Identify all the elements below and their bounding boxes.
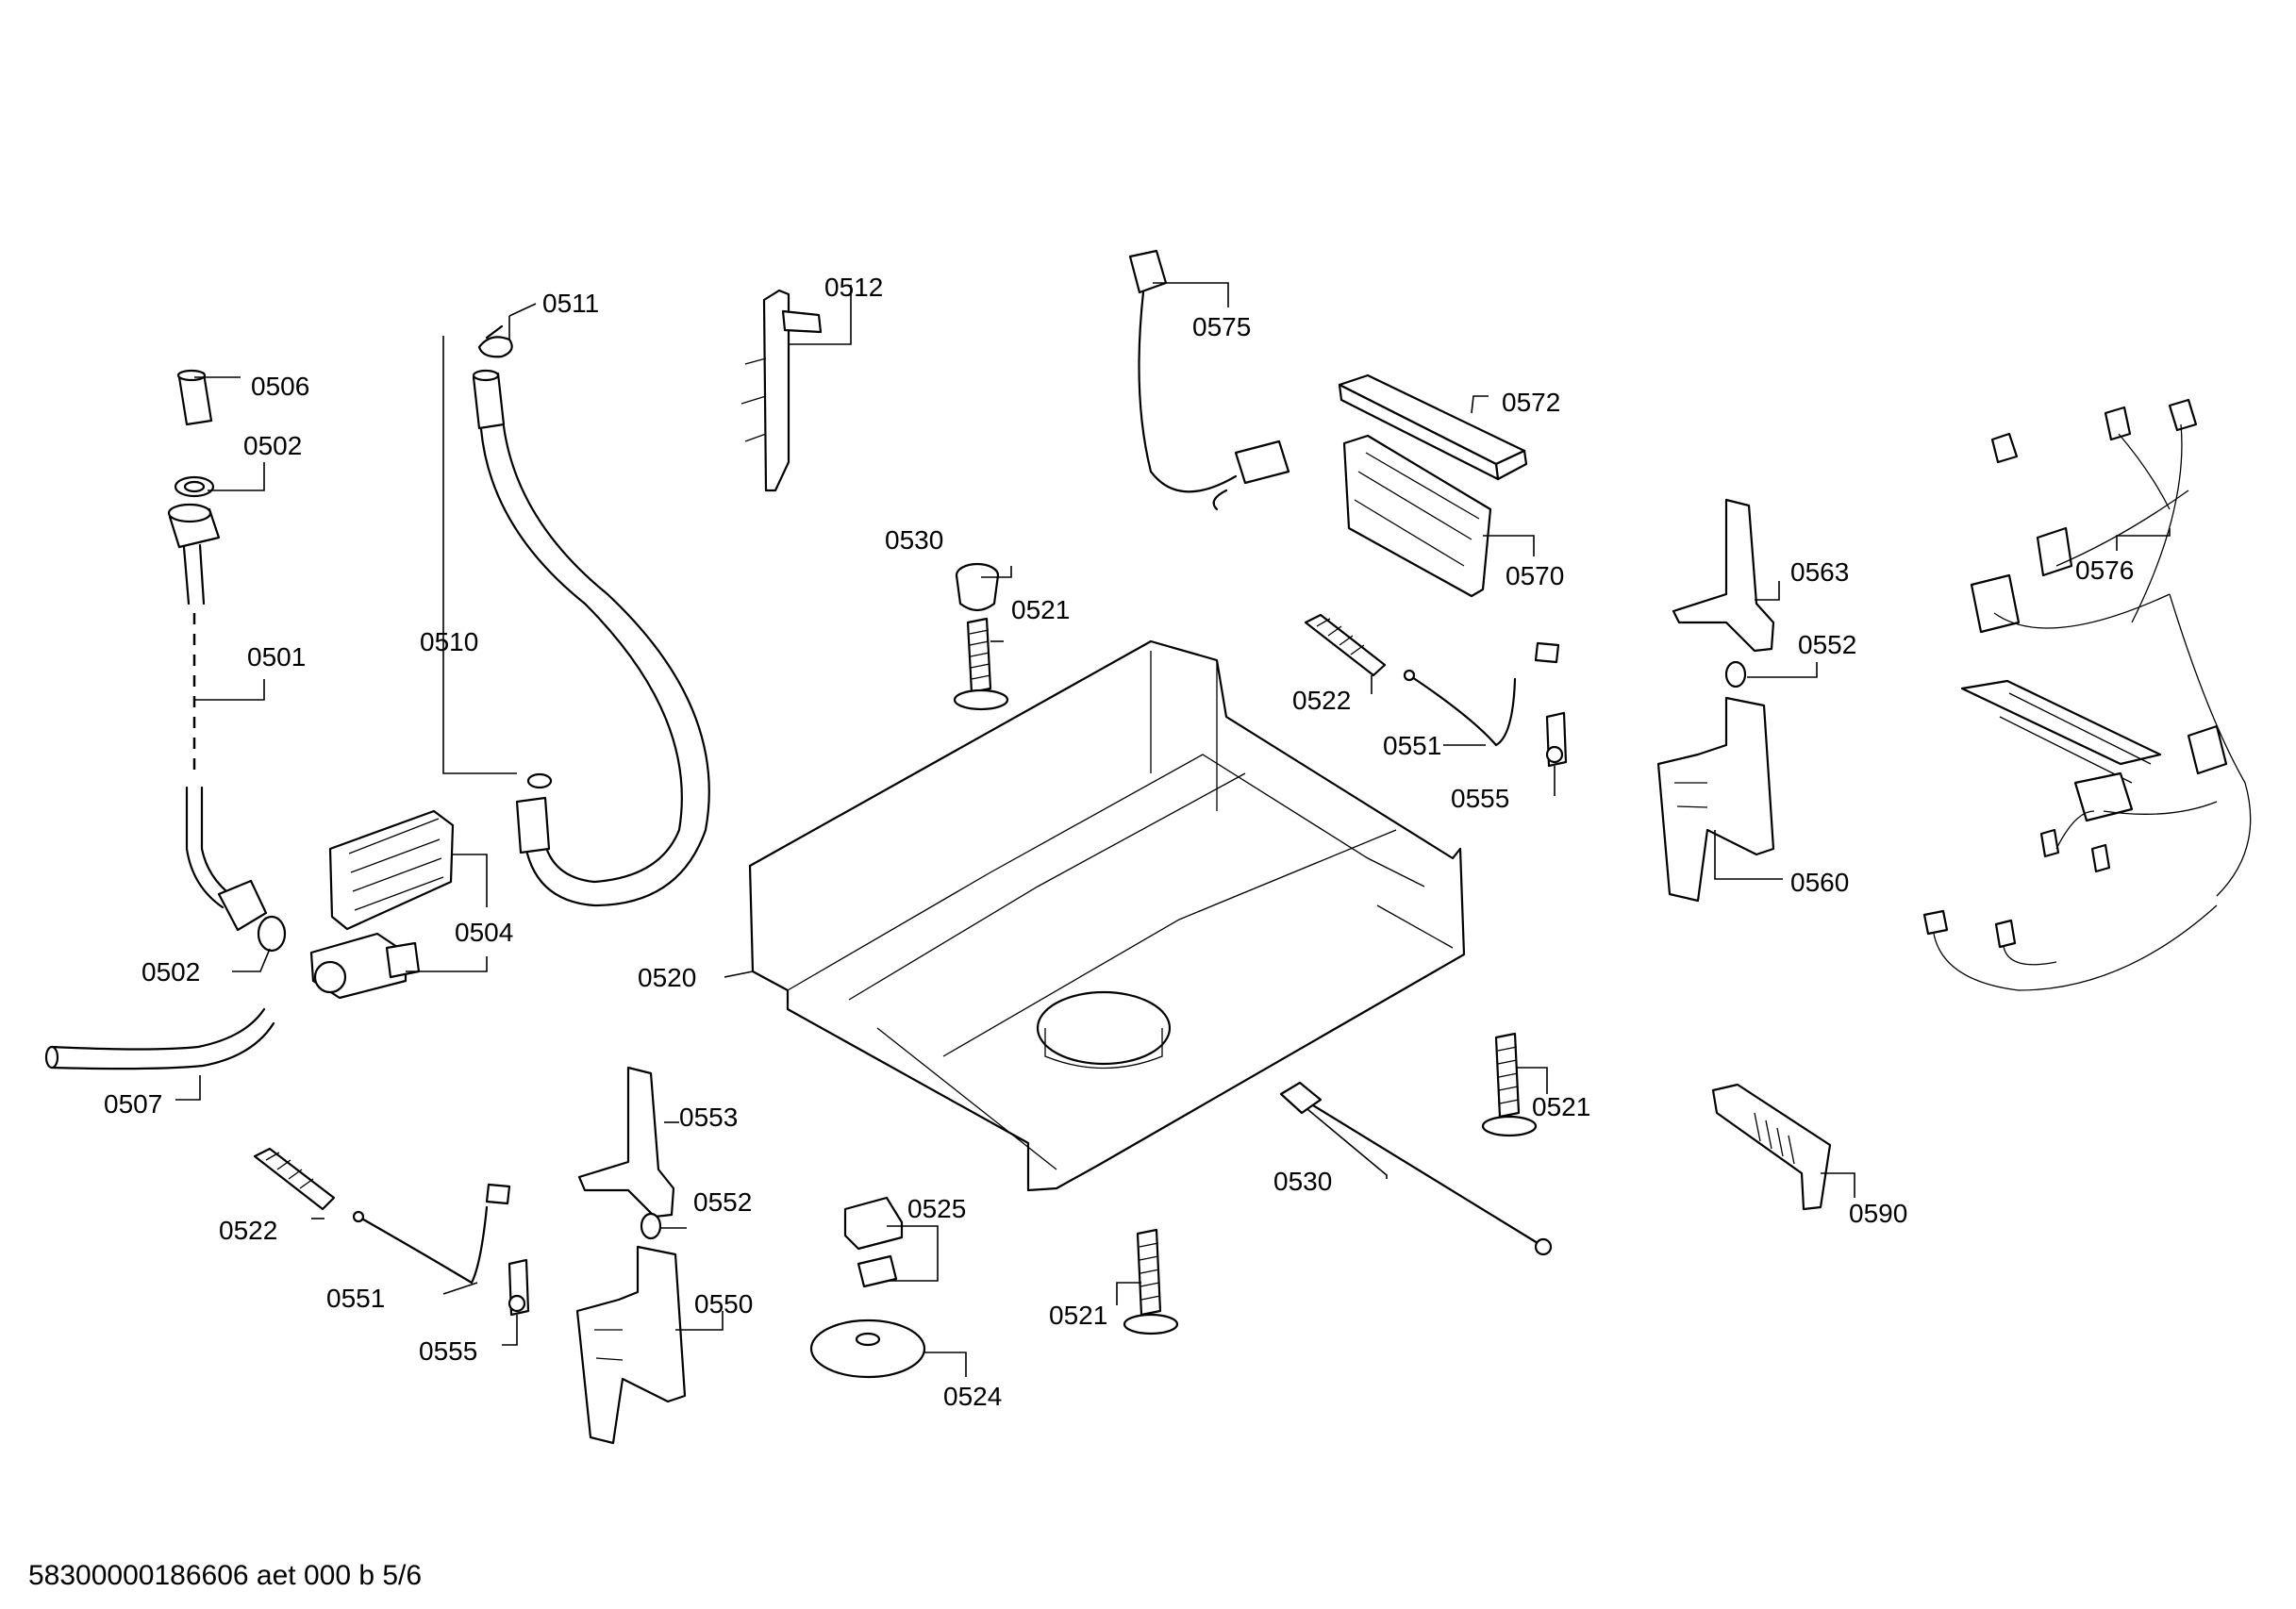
- part-0521-foot-top: [953, 617, 1009, 711]
- label-0552: 0552: [1798, 630, 1856, 659]
- part-0512-rail: [740, 289, 823, 492]
- part-0525-bracket: [843, 1196, 904, 1288]
- label-0563: 0563: [1790, 557, 1849, 587]
- label-0511: 0511: [542, 289, 599, 318]
- part-0504-aquastop-module: [309, 809, 455, 1000]
- label-0530: 0530: [885, 525, 943, 555]
- part-0572-fascia-strip: [1338, 373, 1528, 481]
- label-0530: 0530: [1273, 1167, 1332, 1196]
- part-0501-inlet-hose: [167, 503, 287, 953]
- part-0550-hinge-plate: [575, 1245, 687, 1445]
- label-0521: 0521: [1049, 1301, 1107, 1330]
- label-0576: 0576: [2075, 556, 2134, 585]
- label-0552: 0552: [693, 1187, 752, 1217]
- part-0530-rod: [1279, 1081, 1553, 1256]
- label-0550: 0550: [694, 1289, 753, 1319]
- part-0552-roller-left: [640, 1212, 662, 1240]
- label-0572: 0572: [1502, 388, 1560, 417]
- label-0504: 0504: [455, 918, 513, 947]
- drawing-reference-footer: 58300000186606 aet 000 b 5/6: [28, 1560, 422, 1591]
- part-0555-clip-top: [1545, 711, 1568, 768]
- part-0552-roller-right: [1724, 660, 1747, 688]
- label-0512: 0512: [824, 273, 883, 302]
- part-labels: 0511 0512 0575 0506 0502 0572 0530 0521 …: [104, 273, 2134, 1411]
- part-0521-foot-right: [1481, 1032, 1538, 1137]
- part-0551-bowden-bottom: [352, 1183, 511, 1285]
- label-0501: 0501: [247, 642, 306, 672]
- label-0551: 0551: [1383, 731, 1441, 760]
- label-0551: 0551: [326, 1284, 385, 1313]
- label-0520: 0520: [638, 963, 696, 992]
- part-0555-clip-bottom: [507, 1258, 530, 1317]
- part-0507-drain-hose: [44, 1007, 275, 1070]
- label-0510: 0510: [420, 627, 478, 656]
- part-0520-base-tub: [748, 639, 1466, 1192]
- label-0570: 0570: [1506, 561, 1564, 590]
- part-0563-hinge-arm: [1672, 498, 1775, 653]
- label-0525: 0525: [907, 1194, 966, 1223]
- part-0502-washer-top: [174, 475, 215, 498]
- label-0502: 0502: [141, 957, 200, 987]
- part-0522-spring-bottom: [253, 1147, 336, 1211]
- label-0560: 0560: [1790, 868, 1849, 897]
- label-0506: 0506: [251, 372, 309, 401]
- label-0507: 0507: [104, 1089, 162, 1119]
- part-0576-wiring-harness: [1922, 398, 2252, 991]
- label-0521: 0521: [1532, 1092, 1590, 1121]
- label-0555: 0555: [1451, 784, 1509, 813]
- label-0553: 0553: [679, 1103, 738, 1132]
- part-0506-cap: [176, 369, 213, 426]
- label-0521: 0521: [1011, 595, 1070, 624]
- label-0524: 0524: [943, 1382, 1002, 1411]
- part-0570-control-housing: [1342, 434, 1492, 598]
- part-0524-disc: [809, 1319, 926, 1379]
- part-0511-clamp: [477, 324, 513, 358]
- leader-lines: [175, 282, 2171, 1377]
- label-0522: 0522: [219, 1216, 277, 1245]
- part-0590-grille: [1711, 1083, 1832, 1211]
- part-0522-spring-top: [1304, 613, 1387, 677]
- part-0560-hinge-plate: [1656, 696, 1775, 903]
- part-0553-hinge-arm: [577, 1066, 675, 1219]
- part-0521-foot-bottom: [1123, 1228, 1179, 1335]
- label-0522: 0522: [1292, 686, 1351, 715]
- part-0575-mains-cable: [1128, 249, 1290, 511]
- part-0530-gear-knob: [955, 562, 1000, 612]
- part-0510-drain-hose: [472, 369, 710, 907]
- part-0551-bowden-top: [1403, 641, 1560, 747]
- label-0575: 0575: [1192, 312, 1251, 341]
- label-0590: 0590: [1849, 1199, 1907, 1228]
- label-0555: 0555: [419, 1336, 477, 1366]
- label-0502: 0502: [243, 431, 302, 460]
